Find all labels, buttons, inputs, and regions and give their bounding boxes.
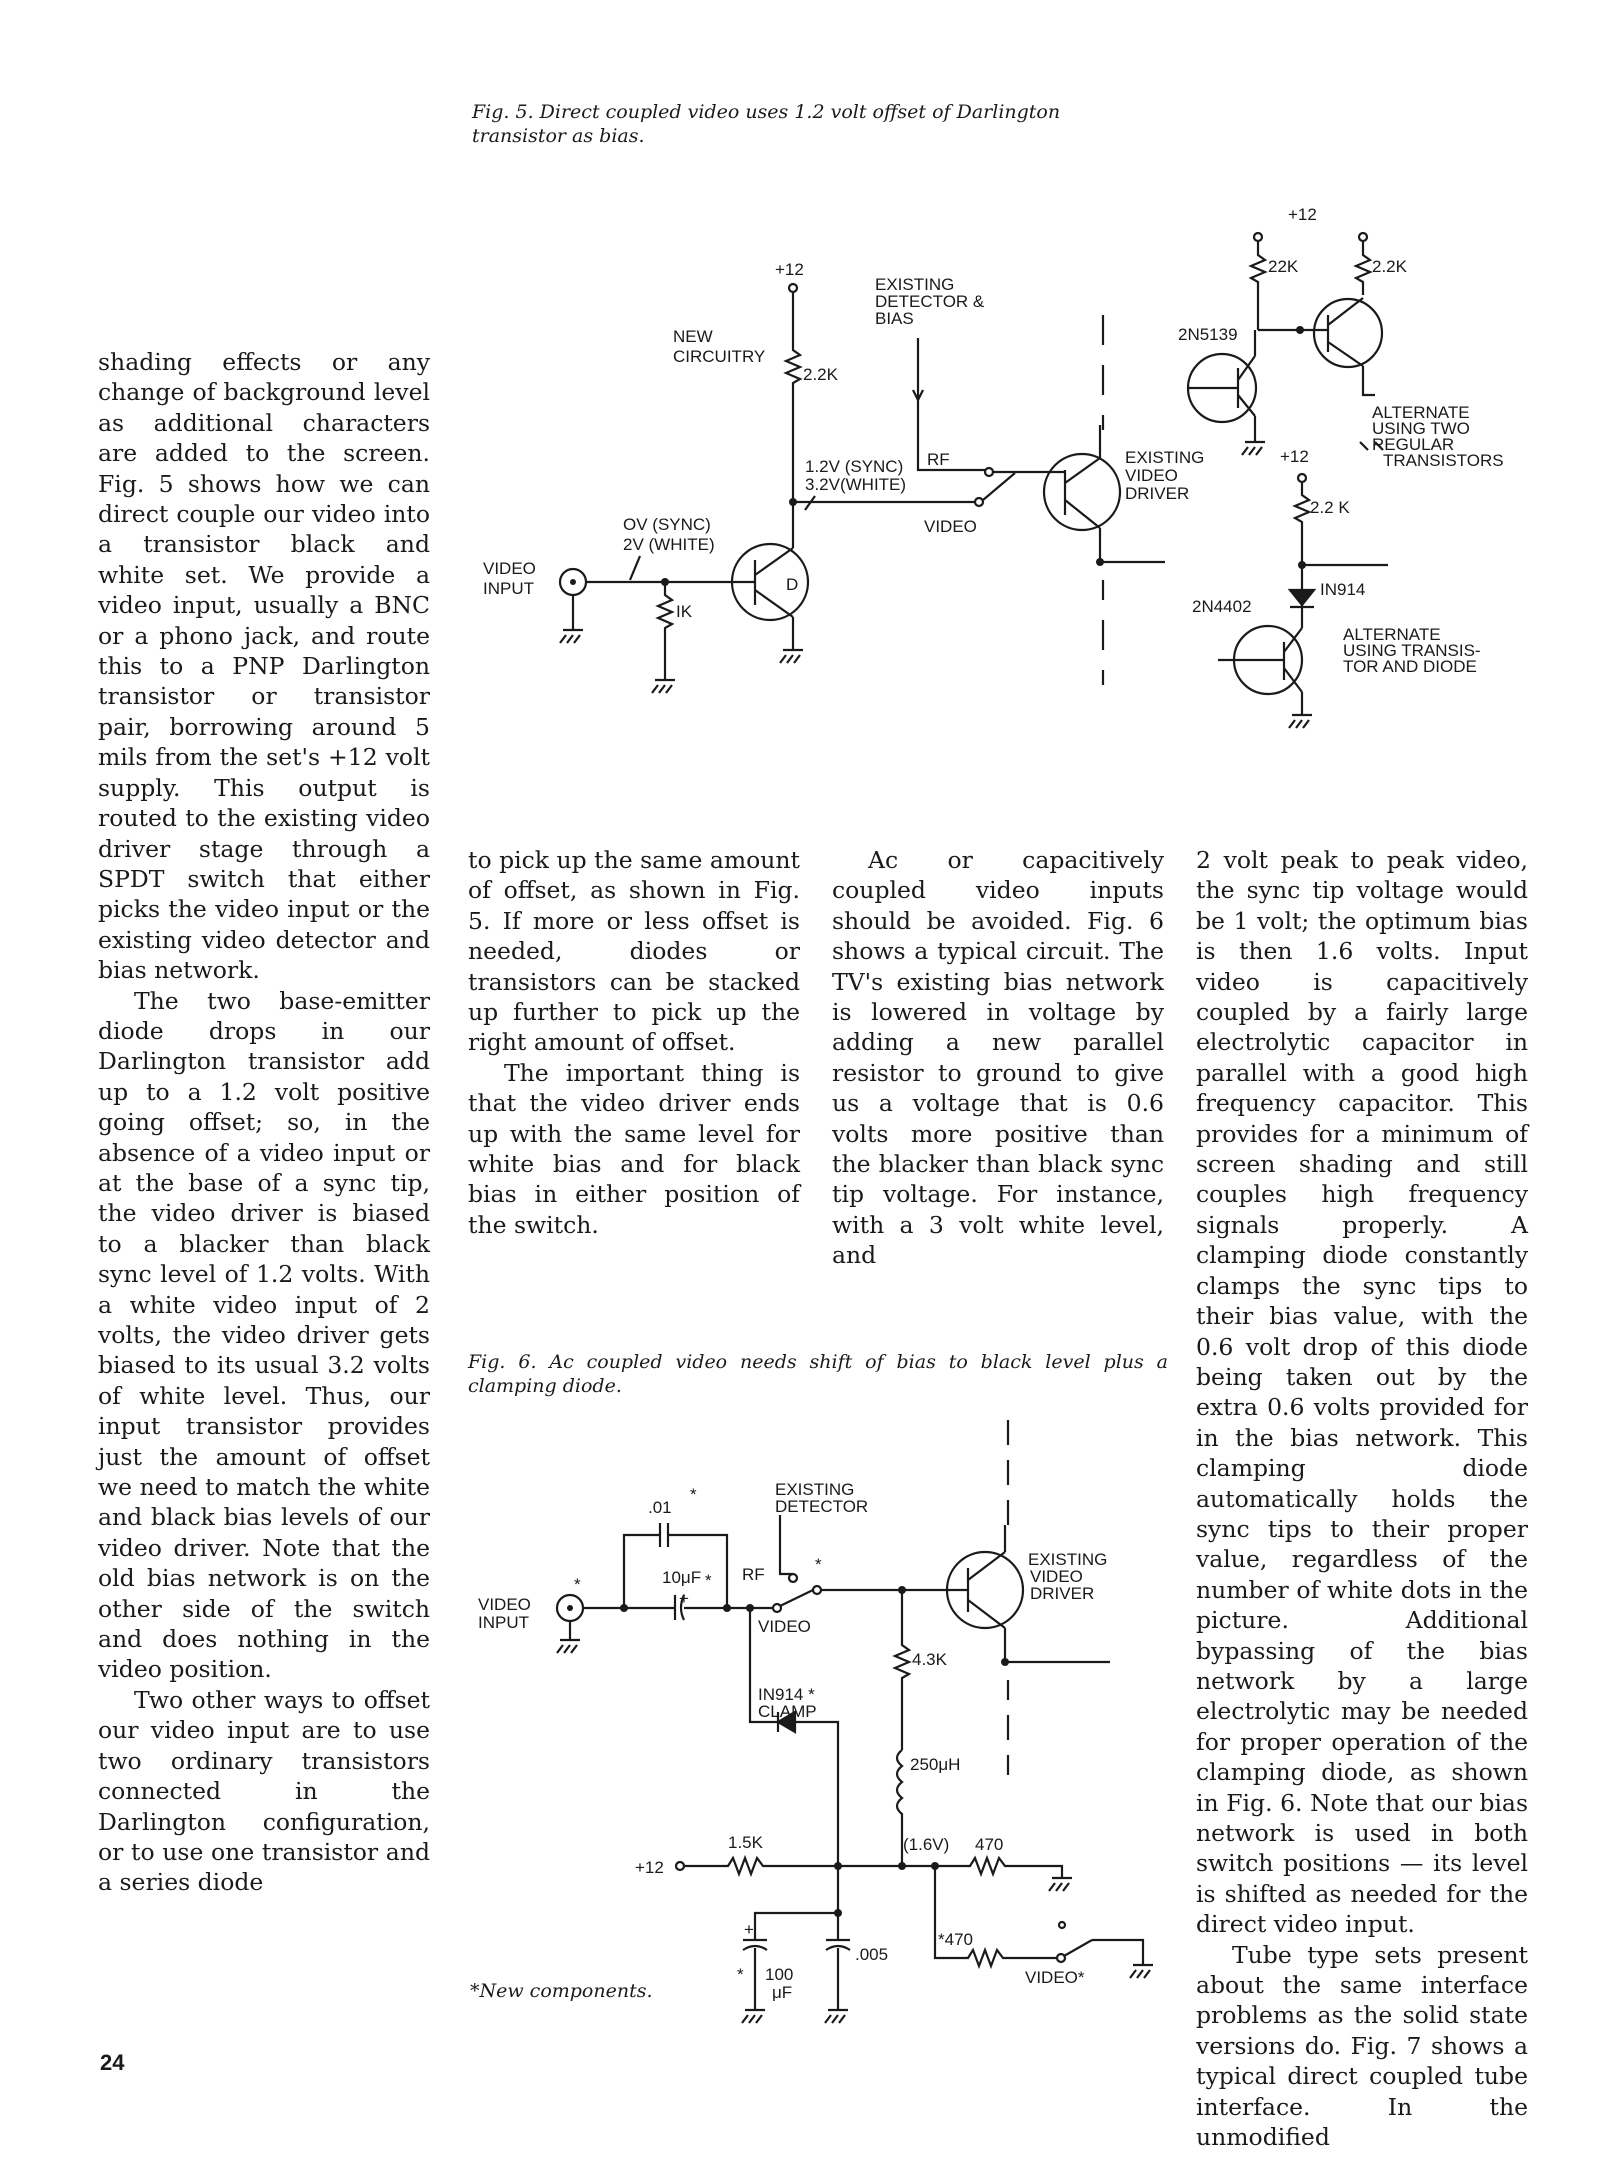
fig6-plus: + xyxy=(679,1589,689,1608)
fig6-existing-1: EXISTING xyxy=(775,1480,854,1499)
fig6-video-input-2: INPUT xyxy=(478,1613,529,1632)
fig6-r43k: 4.3K xyxy=(912,1650,948,1669)
fig5-alt-two-4: TRANSISTORS xyxy=(1383,451,1504,470)
fig6-c100uf-1: 100 xyxy=(765,1965,793,1984)
fig5-evd-2: VIDEO xyxy=(1125,466,1178,485)
fig6-r15k: 1.5K xyxy=(728,1833,764,1852)
fig5-alt-two-1: ALTERNATE xyxy=(1372,403,1470,422)
fig6-caption: Fig. 6. Ac coupled video needs shift of … xyxy=(468,1351,1168,1397)
fig6-r470b: *470 xyxy=(938,1930,973,1949)
col4-para-1: 2 volt peak to peak video, the sync tip … xyxy=(1196,846,1528,1939)
fig6-star-10: * xyxy=(705,1571,712,1590)
fig5-existing-3: BIAS xyxy=(875,309,914,328)
fig6-evd-3: DRIVER xyxy=(1030,1584,1094,1603)
fig6-evd-1: EXISTING xyxy=(1028,1550,1107,1569)
col1-para-2: The two base-emitter diode drops in our … xyxy=(98,986,430,1684)
fig6-rf: RF xyxy=(742,1565,765,1584)
text-column-2: to pick up the same amount of offset, as… xyxy=(468,845,800,1240)
fig5-alt-diode-3: TOR AND DIODE xyxy=(1343,657,1477,676)
col4-para-2: Tube type sets present about the same in… xyxy=(1196,1940,1528,2152)
fig6-star-01: * xyxy=(690,1485,697,1504)
fig6-video-star: VIDEO* xyxy=(1025,1968,1085,1987)
fig6-v16: (1.6V) xyxy=(903,1835,949,1854)
fig6-r470: 470 xyxy=(975,1835,1003,1854)
fig6-l250uh: 250μH xyxy=(910,1755,960,1774)
fig5-caption: Fig. 5. Direct coupled video uses 1.2 vo… xyxy=(472,101,1061,147)
fig6-schematic: VIDEO INPUT * .01 * 10μF * + RF * EXISTI… xyxy=(478,1420,1153,2024)
fig5-alt-diode-1: ALTERNATE xyxy=(1343,625,1441,644)
text-column-3: Ac or capacitively coupled video inputs … xyxy=(832,845,1164,1271)
fig6-c10uf: 10μF xyxy=(662,1568,701,1587)
fig5-video-switch-label: VIDEO xyxy=(924,517,977,536)
fig5-alt-two-3: REGULAR xyxy=(1372,435,1454,454)
fig5-existing-1: EXISTING xyxy=(875,275,954,294)
text-column-1: shading effects or any change of backgro… xyxy=(98,347,430,1898)
fig6-star-100: * xyxy=(737,1965,744,1984)
fig6-video-input-1: VIDEO xyxy=(478,1595,531,1614)
fig5-new-1: NEW xyxy=(673,327,713,346)
fig5-2.2k-b: 2.2K xyxy=(1372,257,1408,276)
fig5-1.2v-sync: 1.2V (SYNC) xyxy=(805,457,903,476)
fig6-plus-cap: + xyxy=(744,1920,754,1939)
fig5-3.2v-white: 3.2V(WHITE) xyxy=(805,475,906,494)
fig5-22k: 22K xyxy=(1268,257,1299,276)
page-number: 24 xyxy=(100,2050,125,2075)
fig5-video-input-2: INPUT xyxy=(483,579,534,598)
col3-para-1: Ac or capacitively coupled video inputs … xyxy=(832,846,1164,1270)
fig6-evd-2: VIDEO xyxy=(1030,1567,1083,1586)
fig6-in914-2: CLAMP xyxy=(758,1702,817,1721)
fig5-existing-2: DETECTOR & xyxy=(875,292,985,311)
col2-para-2: The important thing is that the video dr… xyxy=(468,1058,800,1239)
fig6-c005: .005 xyxy=(855,1945,888,1964)
fig6-in914-1: IN914 * xyxy=(758,1685,815,1704)
fig5-plus12: +12 xyxy=(775,260,804,279)
fig5-in914: IN914 xyxy=(1320,580,1365,599)
fig5-evd-3: DRIVER xyxy=(1125,484,1189,503)
fig5-2v-white: 2V (WHITE) xyxy=(623,535,715,554)
col1-para-3: Two other ways to offset our video input… xyxy=(98,1685,430,1897)
fig5-d: D xyxy=(786,575,798,594)
fig6-video: VIDEO xyxy=(758,1617,811,1636)
fig5-ov-sync: OV (SYNC) xyxy=(623,515,711,534)
fig6-footnote: *New components. xyxy=(470,1980,653,2002)
fig5-new-2: CIRCUITRY xyxy=(673,347,765,366)
fig6-c01: .01 xyxy=(648,1498,672,1517)
fig5-2.2k: 2.2K xyxy=(803,365,839,384)
col1-para-1: shading effects or any change of backgro… xyxy=(98,348,430,985)
fig6-star-rf: * xyxy=(815,1555,822,1574)
fig5-rf: RF xyxy=(927,450,950,469)
fig5-evd-1: EXISTING xyxy=(1125,448,1204,467)
fig5-schematic: VIDEO INPUT OV (SYNC) 2V (WHITE) IK D +1… xyxy=(483,205,1504,729)
fig5-alt-two-2: USING TWO xyxy=(1372,419,1470,438)
fig5-2n4402: 2N4402 xyxy=(1192,597,1252,616)
fig5-plus12-b: +12 xyxy=(1280,447,1309,466)
fig5-video-input-1: VIDEO xyxy=(483,559,536,578)
fig5-2.2k-c: 2.2 K xyxy=(1310,498,1350,517)
fig6-plus12: +12 xyxy=(635,1858,664,1877)
fig6-star-input: * xyxy=(574,1575,581,1594)
fig6-c100uf-2: μF xyxy=(772,1983,792,2002)
fig5-alt-diode-2: USING TRANSIS- xyxy=(1343,641,1481,660)
col2-para-1: to pick up the same amount of offset, as… xyxy=(468,846,800,1057)
fig5-1k: IK xyxy=(676,602,693,621)
fig5-2n5139: 2N5139 xyxy=(1178,325,1238,344)
fig5-plus12-top: +12 xyxy=(1288,205,1317,224)
text-column-4: 2 volt peak to peak video, the sync tip … xyxy=(1196,845,1528,2152)
fig6-existing-2: DETECTOR xyxy=(775,1497,868,1516)
